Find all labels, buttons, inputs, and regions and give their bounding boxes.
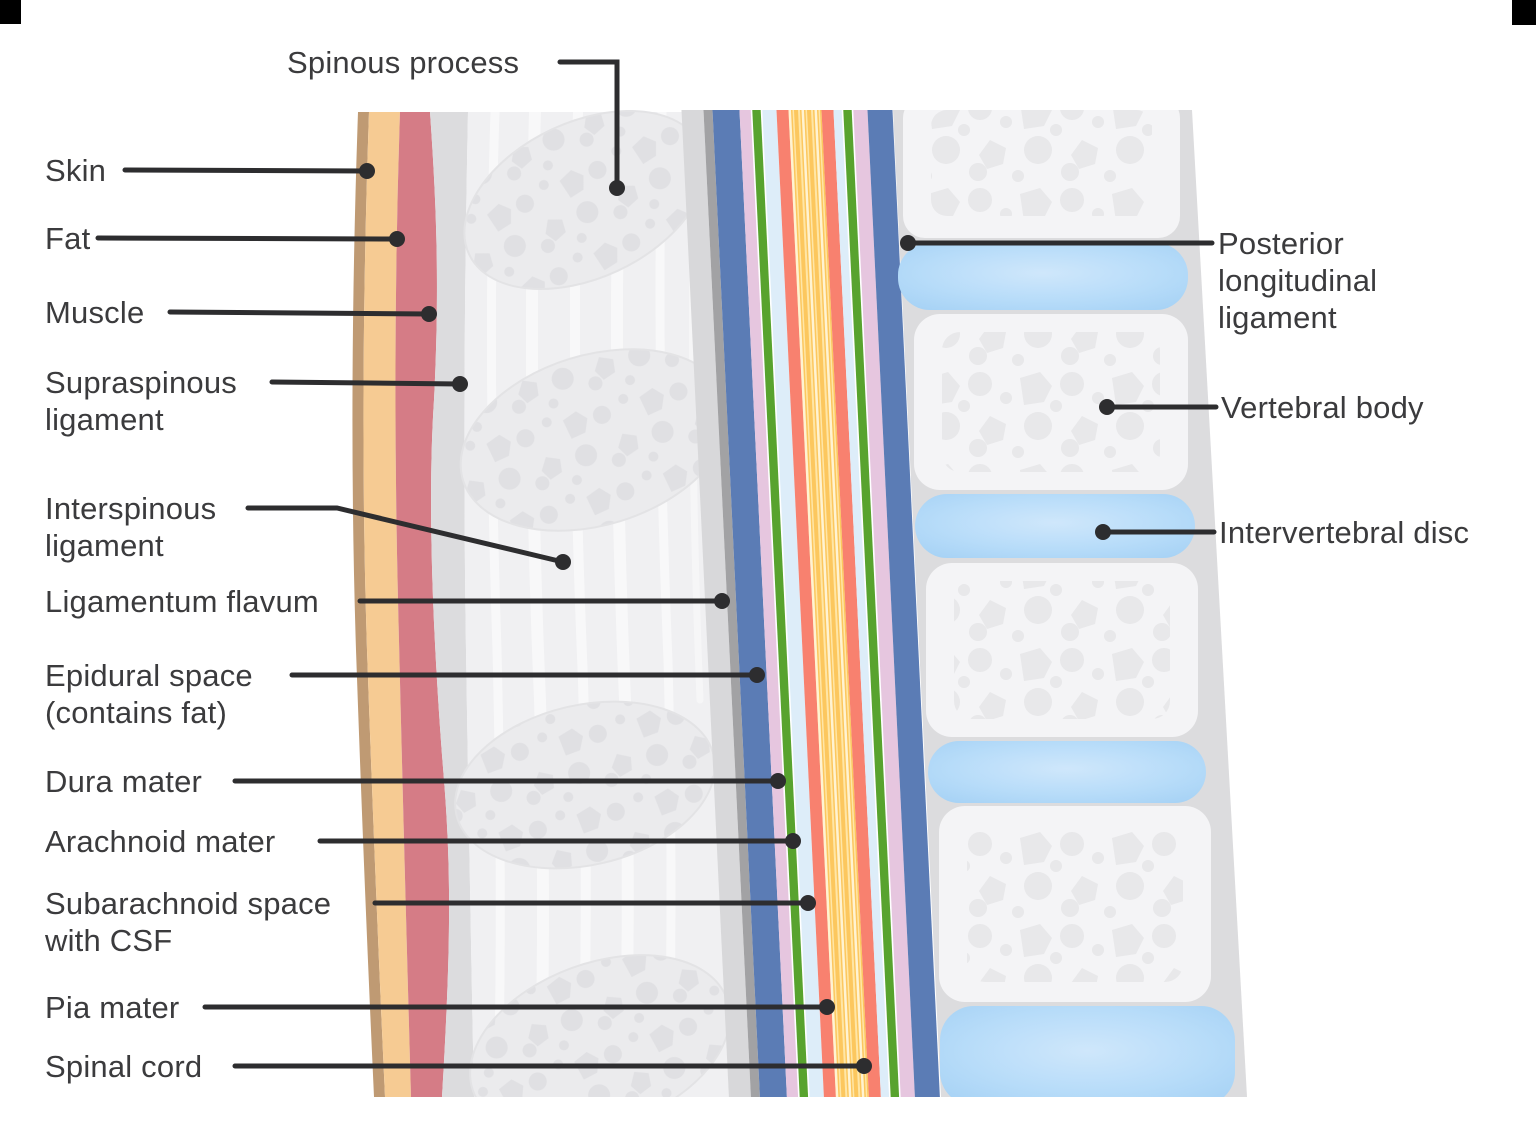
label-fat: Fat [45, 221, 91, 256]
epidural-space-layer-right [867, 110, 940, 1097]
subarachnoid-csf-layer [761, 110, 824, 1097]
leader-spinal-cord [232, 1058, 872, 1074]
leader-supraspinous-ligament [269, 376, 468, 392]
subarachnoid-csf-layer-right [833, 110, 890, 1097]
spinal-cord-core [788, 110, 869, 1097]
screen-corner-artifact-left [0, 0, 21, 24]
leader-skin [122, 163, 375, 179]
skin-layer [352, 112, 385, 1097]
pia-mater-layer-right [821, 110, 881, 1097]
vertebral-body [939, 806, 1211, 1002]
intervertebral-disc [940, 1006, 1235, 1097]
ligamentum-flavum-line [703, 110, 760, 1097]
leader-lines [95, 59, 1219, 1074]
leader-vertebral-body [1099, 399, 1219, 415]
vertebral-column [893, 110, 1247, 1097]
intervertebral-disc [915, 494, 1195, 558]
supraspinous-ligament-layer [430, 112, 474, 1097]
pia-mater-layer [776, 110, 836, 1097]
leader-ligamentum-flavum [357, 593, 730, 609]
label-intervertebral-disc: Intervertebral disc [1219, 515, 1470, 550]
leader-posterior-longitudinal-ligament [900, 235, 1215, 251]
label-posterior-longitudinal-ligament: Posterior longitudinal ligament [1218, 226, 1378, 335]
vertebral-body [903, 110, 1180, 238]
label-muscle: Muscle [45, 295, 145, 330]
leader-dura-mater [232, 773, 786, 789]
vertebral-body [914, 314, 1188, 490]
vertebral-body [926, 563, 1198, 737]
label-pia-mater: Pia mater [45, 990, 180, 1025]
epidural-space-layer [712, 110, 787, 1097]
intervertebral-disc [928, 741, 1206, 803]
label-subarachnoid-space: Subarachnoid space with CSF [45, 886, 332, 958]
arachnoid-mater-layer [751, 110, 809, 1097]
label-spinous-process: Spinous process [287, 45, 520, 80]
label-epidural-space: Epidural space (contains fat) [45, 658, 253, 730]
label-interspinous-ligament: Interspinous ligament [45, 491, 217, 563]
label-arachnoid-mater: Arachnoid mater [45, 824, 276, 859]
leader-spinous-process [557, 59, 625, 196]
label-supraspinous-ligament: Supraspinous ligament [45, 365, 237, 437]
fat-layer [363, 112, 411, 1097]
dura-mater-layer [739, 110, 799, 1097]
label-skin: Skin [45, 153, 107, 188]
label-ligamentum-flavum: Ligamentum flavum [45, 584, 319, 619]
dura-mater-layer-right [852, 110, 915, 1097]
label-dura-mater: Dura mater [45, 764, 203, 799]
leader-muscle [167, 306, 437, 322]
muscle-layer [395, 112, 450, 1097]
screen-corner-artifact-right [1512, 0, 1536, 25]
leader-epidural-space [289, 667, 765, 683]
leader-arachnoid-mater [317, 833, 801, 849]
leader-intervertebral-disc [1095, 524, 1217, 540]
label-vertebral-body: Vertebral body [1221, 390, 1424, 425]
leader-fat [95, 231, 405, 247]
intervertebral-disc [898, 243, 1188, 310]
label-spinal-cord: Spinal cord [45, 1049, 203, 1084]
leader-subarachnoid-space [372, 895, 816, 911]
leader-interspinous-ligament [245, 505, 571, 570]
arachnoid-mater-layer-right [842, 110, 900, 1097]
leader-pia-mater [202, 999, 835, 1015]
